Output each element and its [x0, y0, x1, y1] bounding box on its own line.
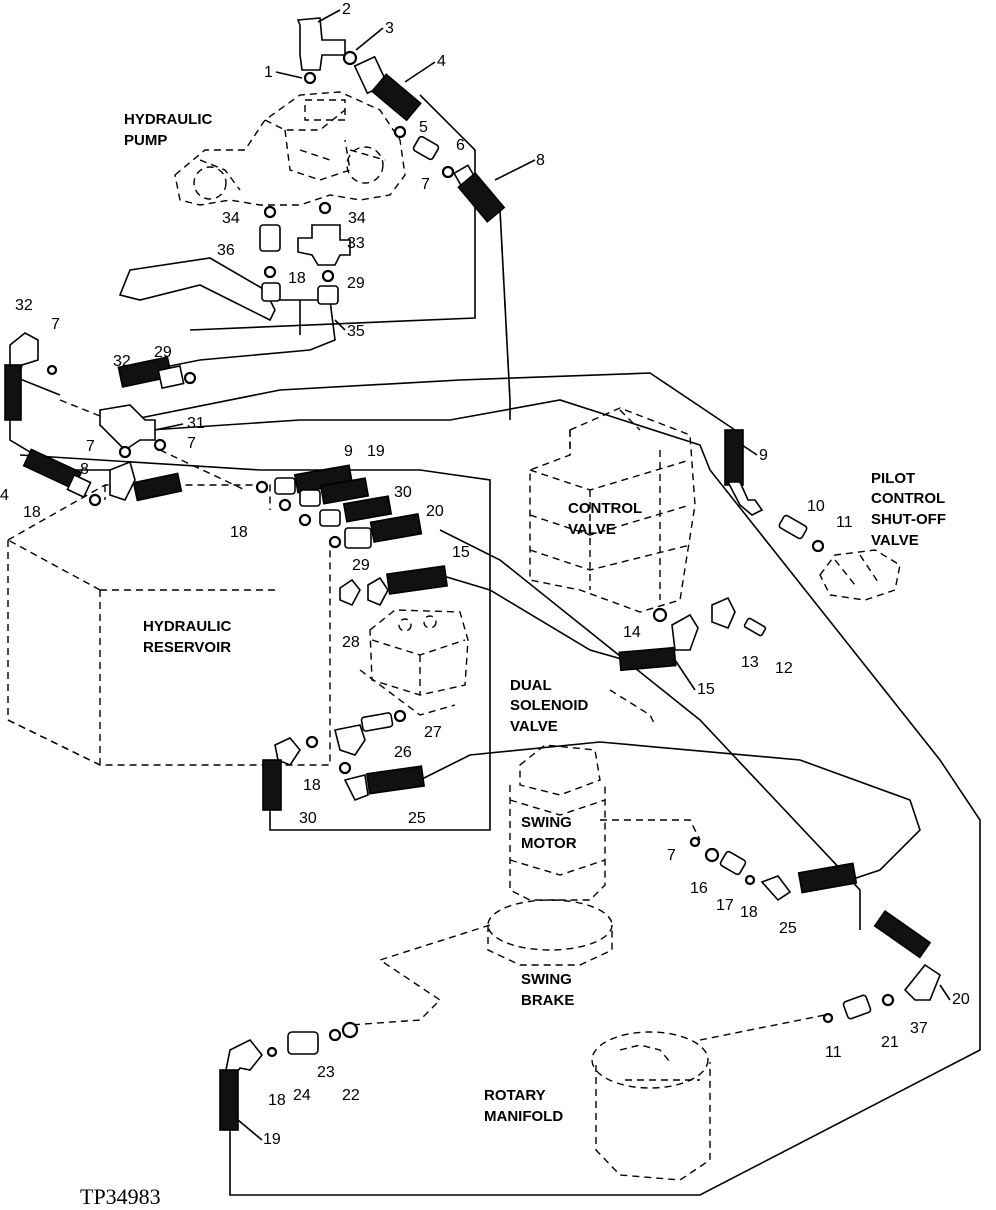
callout: 29 [347, 275, 365, 292]
callout: 13 [741, 654, 759, 671]
callout: 19 [263, 1131, 281, 1148]
callout: 34 [348, 210, 366, 227]
callout: 7 [667, 847, 676, 864]
fittings [4, 17, 941, 1131]
callout: 12 [775, 660, 793, 677]
swing-brake-label: SWING BRAKE [521, 971, 576, 1009]
callout: 34 [222, 210, 240, 227]
callout: 25 [779, 920, 797, 937]
hydraulic-reservoir-drawing [7, 484, 331, 766]
callout: 29 [352, 557, 370, 574]
callout: 32 [15, 297, 33, 314]
callout: 9 [759, 447, 768, 464]
dual-solenoid-valve-drawing [359, 609, 656, 726]
callout: 18 [303, 777, 321, 794]
callout: 8 [536, 152, 545, 169]
callout: 4 [437, 53, 446, 70]
dual-solenoid-valve-label: DUAL SOLENOID VALVE [510, 677, 593, 735]
callout: 7 [187, 435, 196, 452]
callout: 32 [113, 353, 131, 370]
callout: 18 [288, 270, 306, 287]
callout: 28 [342, 634, 360, 651]
callout: 5 [419, 119, 428, 136]
pilot-valve-label: PILOT CONTROL SHUT-OFF VALVE [871, 470, 950, 549]
callout: 3 [385, 20, 394, 37]
callout: 25 [408, 810, 426, 827]
callout: 20 [952, 991, 970, 1008]
callout: 14 [623, 624, 641, 641]
callout: 7 [86, 438, 95, 455]
callout: 31 [187, 415, 205, 432]
control-valve-label: CONTROL VALVE [568, 500, 646, 538]
callout: 30 [394, 484, 412, 501]
callout: 18 [23, 504, 41, 521]
callout: 33 [347, 235, 365, 252]
callout: 18 [230, 524, 248, 541]
callout: 17 [716, 897, 734, 914]
callout: 18 [740, 904, 758, 921]
rotary-manifold-label: ROTARY MANIFOLD [484, 1087, 563, 1125]
callout: 2 [342, 1, 351, 18]
callout: 24 [293, 1087, 311, 1104]
callout: 26 [394, 744, 412, 761]
callout: 36 [217, 242, 235, 259]
callout: 9 [344, 443, 353, 460]
hydraulic-pump-drawing [174, 91, 406, 206]
callout: 37 [910, 1020, 928, 1037]
callout: 1 [264, 64, 273, 81]
control-valve-drawing [529, 407, 696, 613]
callout: 30 [299, 810, 317, 827]
callout: 11 [836, 514, 853, 531]
callout: 15 [697, 681, 715, 698]
callout: 4 [0, 487, 9, 504]
callout: 10 [807, 498, 825, 515]
figure-code: TP34983 [80, 1184, 161, 1209]
callout: 29 [154, 344, 172, 361]
callout: 19 [367, 443, 385, 460]
callout: 7 [51, 316, 60, 333]
callout: 21 [881, 1034, 899, 1051]
callout: 16 [690, 880, 708, 897]
callout: 27 [424, 724, 442, 741]
swing-motor-drawing [487, 744, 613, 966]
callout: 35 [347, 323, 365, 340]
rotary-manifold-drawing [591, 1031, 711, 1181]
callout: 8 [80, 461, 89, 478]
callout: 15 [452, 544, 470, 561]
callout: 18 [268, 1092, 286, 1109]
callout: 11 [825, 1044, 842, 1061]
callout: 20 [426, 503, 444, 520]
callout-numbers: 1 2 3 4 5 6 7 8 34 34 36 33 18 29 35 32 … [0, 1, 970, 1148]
swing-motor-label: SWING MOTOR [521, 814, 577, 852]
pilot-valve-drawing [819, 549, 901, 601]
callout: 22 [342, 1087, 360, 1104]
hydraulic-reservoir-label: HYDRAULIC RESERVOIR [143, 618, 236, 656]
callout: 7 [421, 176, 430, 193]
callout-leaders [154, 9, 951, 1141]
callout: 23 [317, 1064, 335, 1081]
callout: 6 [456, 137, 465, 154]
hydraulic-pump-label: HYDRAULIC PUMP [124, 111, 217, 149]
